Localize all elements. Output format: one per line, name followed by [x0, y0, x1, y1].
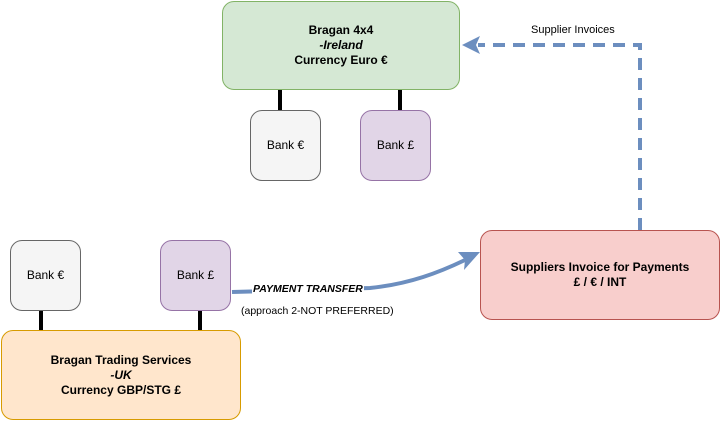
ireland-bank-euro-label: Bank €	[266, 138, 305, 152]
node-ireland-bank-euro: Bank €	[250, 110, 321, 181]
ireland-currency: Currency Euro €	[294, 53, 388, 67]
suppliers-line2: £ / € / INT	[573, 275, 627, 289]
uk-country: -UK	[110, 367, 132, 382]
supplier-invoices-arrowhead	[462, 36, 480, 54]
node-suppliers-invoice: Suppliers Invoice for Payments £ / € / I…	[480, 230, 720, 320]
suppliers-line1: Suppliers Invoice for Payments	[510, 260, 690, 274]
uk-name: Bragan Trading Services	[50, 352, 192, 367]
node-ireland-bank-gbp: Bank £	[360, 110, 431, 181]
uk-currency: Currency GBP/STG £	[60, 382, 182, 397]
ireland-bank-gbp-label: Bank £	[376, 138, 415, 152]
uk-bank-gbp-label: Bank £	[176, 268, 215, 282]
node-uk-bank-euro: Bank €	[10, 240, 81, 311]
label-payment-transfer: PAYMENT TRANSFER	[252, 283, 364, 295]
ireland-name: Bragan 4x4	[308, 23, 374, 37]
supplier-invoices-arrow	[478, 43, 642, 230]
uk-bank-euro-label: Bank €	[26, 268, 65, 282]
node-uk-bank-gbp: Bank £	[160, 240, 231, 311]
label-approach: (approach 2-NOT PREFERRED)	[241, 305, 394, 317]
node-bragan-uk: Bragan Trading Services -UK Currency GBP…	[1, 330, 241, 420]
payment-transfer-arrow	[231, 258, 466, 294]
ireland-country: -Ireland	[319, 38, 363, 52]
payment-transfer-arrowhead	[458, 252, 480, 270]
label-supplier-invoices: Supplier Invoices	[530, 24, 616, 36]
node-bragan-ireland: Bragan 4x4 -Ireland Currency Euro €	[222, 1, 460, 90]
